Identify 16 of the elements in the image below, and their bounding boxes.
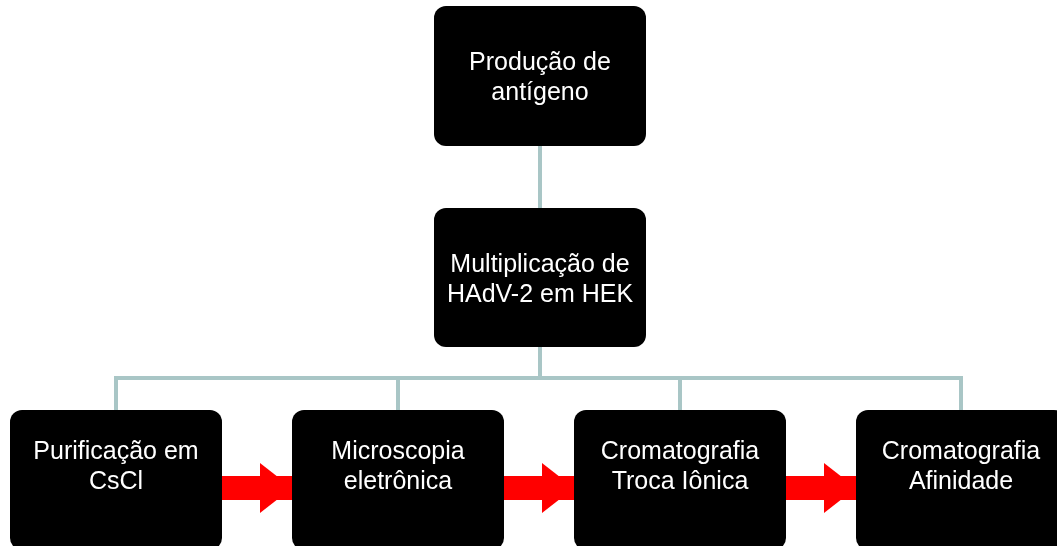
box-label: Cromatografia Afinidade [880, 435, 1042, 495]
box-label: Purificação em CsCl [32, 435, 200, 495]
block-arrow [222, 463, 292, 513]
block-arrow [786, 463, 856, 513]
connector-line [538, 146, 542, 208]
process-box [574, 410, 786, 546]
box-label: Cromatografia Troca Iônica [599, 435, 761, 495]
box-label: Produção de antígeno [468, 46, 612, 106]
process-box [434, 208, 646, 347]
process-box [434, 6, 646, 146]
process-box [292, 410, 504, 546]
process-box [856, 410, 1057, 546]
process-box [10, 410, 222, 546]
box-label: Multiplicação de HAdV-2 em HEK [445, 247, 635, 308]
block-arrow [504, 463, 574, 513]
box-label: Microscopia eletrônica [330, 435, 466, 495]
